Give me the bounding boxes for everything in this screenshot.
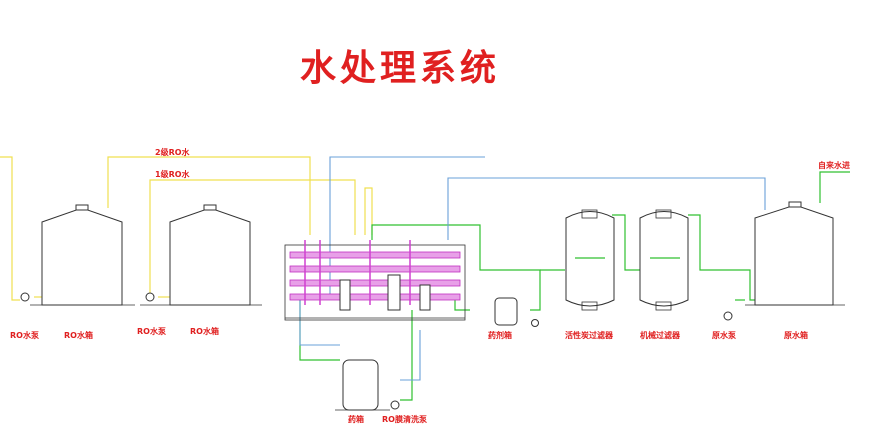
ro-pump-2-icon: [145, 292, 155, 302]
diagram-title: 水处理系统: [300, 47, 500, 89]
raw-pump-icon: [723, 311, 733, 321]
carbon-filter: [565, 209, 615, 311]
ro-pump-1-icon: [20, 292, 30, 302]
sand-filter: [639, 209, 689, 311]
label-raw-tank: 原水箱: [784, 330, 808, 340]
label-tap-water-in: 自来水进: [818, 160, 850, 170]
label-ro-tank-2: RO水箱: [190, 326, 219, 336]
label-chem-tank: 药箱: [348, 414, 364, 424]
label-carbon-filter: 活性炭过滤器: [565, 330, 614, 340]
label-ro-clean-pump: RO膜清洗泵: [382, 414, 427, 424]
raw-water-tank: [723, 201, 845, 321]
ro-tank-1: [20, 204, 135, 306]
label-raw-pump: 原水泵: [712, 330, 736, 340]
label-ro-tank-1: RO水箱: [64, 330, 93, 340]
label-2-stage-ro-water: 2级RO水: [155, 147, 191, 157]
dosing-tank: [494, 297, 539, 327]
label-1-stage-ro-water: 1级RO水: [155, 169, 191, 179]
label-sand-filter: 机械过滤器: [640, 330, 681, 340]
yellow-pipes: [0, 156, 373, 301]
label-ro-pump-2: RO水泵: [137, 326, 166, 336]
ro-clean-pump: [390, 400, 400, 410]
ro-tank-2: [140, 204, 262, 306]
label-dosing-tank: 药剂箱: [488, 330, 512, 340]
label-ro-pump-1: RO水泵: [10, 330, 39, 340]
chem-tank: [335, 359, 390, 411]
ro-membrane-unit: [284, 240, 466, 321]
